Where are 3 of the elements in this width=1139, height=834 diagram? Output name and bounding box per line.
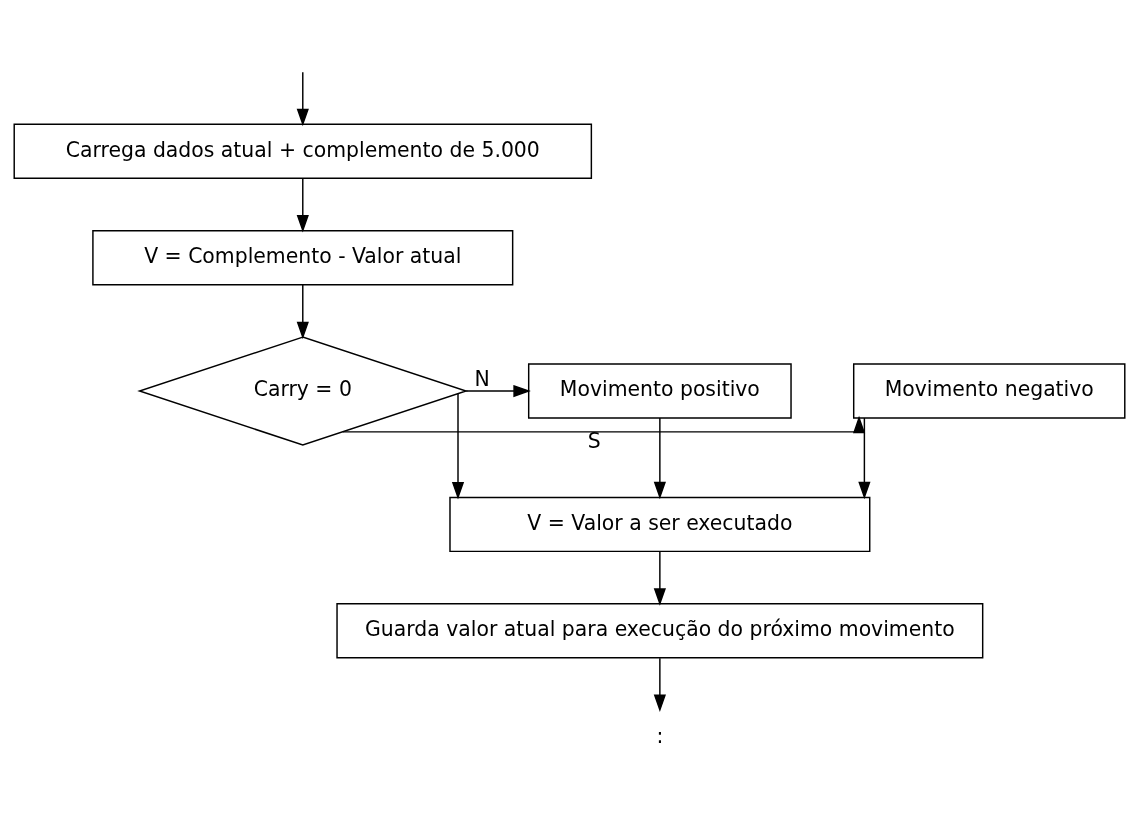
edge-label: N [474, 366, 490, 391]
edge-label: S [587, 428, 601, 453]
node-text: : [656, 723, 664, 748]
